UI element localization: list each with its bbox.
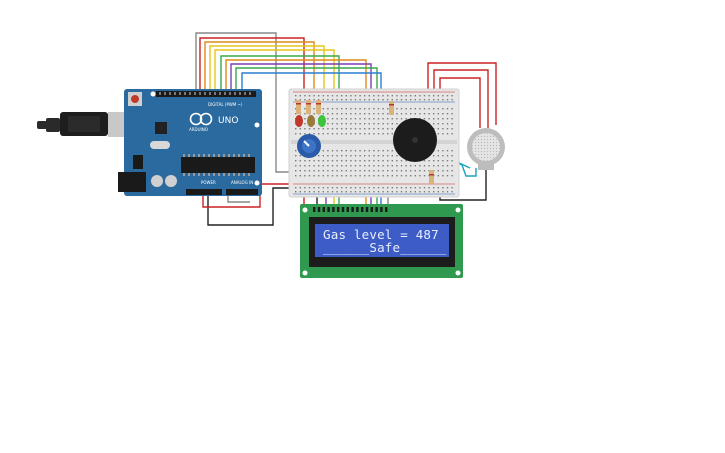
capacitor-1 xyxy=(151,175,163,187)
buzzer-icon[interactable] xyxy=(393,118,437,162)
wire-red-sensor-2 xyxy=(433,69,489,128)
analog-header xyxy=(226,189,258,195)
analog-header-label: ANALOG IN xyxy=(231,180,253,185)
usb-chip xyxy=(155,122,167,134)
gas-sensor-icon[interactable] xyxy=(467,128,505,170)
lcd-screen xyxy=(315,224,449,257)
lcd-line-1: Gas level = 487 xyxy=(323,227,439,242)
wire-orange-digital xyxy=(204,41,315,100)
led-green-icon[interactable] xyxy=(318,115,326,127)
usb-plug-icon[interactable] xyxy=(37,112,144,137)
resistors xyxy=(296,100,434,184)
wire-gray-bottom xyxy=(227,196,250,203)
wire-gray-top xyxy=(195,32,306,173)
power-header-label: POWER xyxy=(201,180,216,185)
board-brand-label: ARDUINO xyxy=(189,127,208,132)
capacitor-2 xyxy=(165,175,177,187)
potentiometer-icon[interactable] xyxy=(297,134,321,158)
digital-header-label: DIGITAL (PWM ~) xyxy=(208,102,243,107)
power-jack xyxy=(118,172,146,192)
power-header xyxy=(186,189,222,195)
reset-button-icon[interactable] xyxy=(128,92,142,106)
wire-red-digital xyxy=(199,37,305,100)
led-amber-icon[interactable] xyxy=(307,115,315,127)
arduino-logo-icon xyxy=(189,112,213,126)
led-red-icon[interactable] xyxy=(295,115,303,127)
crystal xyxy=(150,141,170,149)
wire-red-sensor xyxy=(427,62,497,125)
arduino-uno-board[interactable]: DIGITAL (PWM ~) UNO ARDUINO POWER ANALOG… xyxy=(37,89,262,196)
wire-red-bottom xyxy=(202,183,294,208)
lcd-module[interactable]: Gas level = 487 ______Safe______ xyxy=(300,204,463,278)
atmega-chip xyxy=(181,157,255,173)
board-model-label: UNO xyxy=(218,116,238,126)
wire-black-bottom xyxy=(207,187,296,226)
lcd-line-2: ______Safe______ xyxy=(323,240,447,255)
